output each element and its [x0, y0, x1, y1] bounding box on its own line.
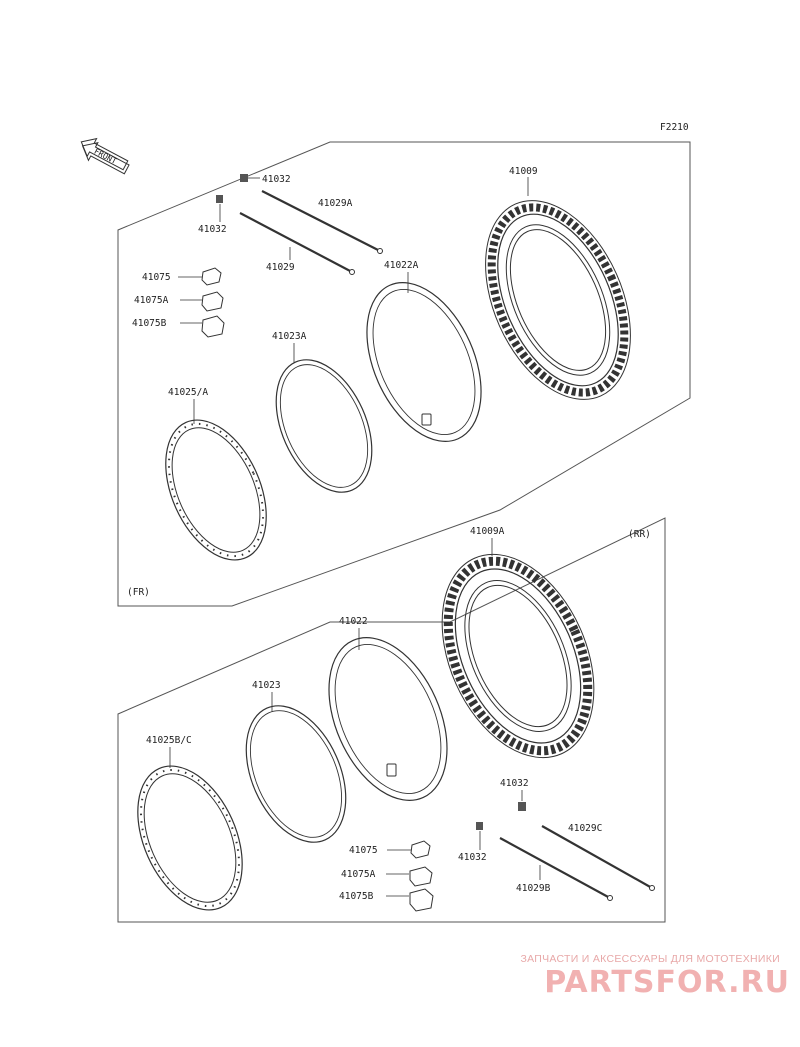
nipple-41032-d	[476, 822, 483, 830]
diagram-code: F2210	[660, 122, 689, 133]
watermark-tagline: ЗАПЧАСТИ И АКСЕССУАРЫ ДЛЯ МОТОТЕХНИКИ	[520, 953, 780, 965]
rear-rim	[137, 765, 243, 911]
label-41009: 41009	[509, 166, 538, 177]
rear-section-tag: (RR)	[628, 529, 651, 540]
front-section-tag: (FR)	[127, 587, 150, 598]
label-41075-rear: 41075	[349, 845, 378, 856]
front-valve-icon	[421, 413, 432, 426]
front-tube	[366, 282, 482, 442]
spoke-41029a	[261, 190, 381, 252]
spoke-41029b	[499, 837, 611, 899]
rear-section: (RR) 41009A 41022 41023	[117, 517, 666, 923]
rear-frame	[117, 517, 666, 923]
front-rim-band	[275, 359, 373, 493]
watermark-logo: PARTSFOR.RU	[544, 965, 790, 1000]
front-section: (FR) 41009 41022A 41023A	[117, 141, 691, 607]
nipple-41032-c	[518, 802, 526, 811]
label-41022: 41022	[339, 616, 368, 627]
cap-41075-rear	[410, 840, 431, 859]
label-41029a: 41029A	[318, 198, 353, 209]
cap-41075a-rear	[409, 866, 433, 887]
front-frame	[117, 141, 691, 607]
label-41029b: 41029B	[516, 883, 551, 894]
cap-41075a	[201, 291, 224, 312]
nipple-41032-a	[240, 174, 248, 182]
label-41075b: 41075B	[132, 318, 167, 329]
front-arrow-icon: FRONT	[80, 137, 130, 175]
label-41029c: 41029C	[568, 823, 602, 834]
label-41025: 41025/A	[168, 387, 208, 398]
rear-tube	[328, 637, 448, 801]
label-41075b-rear: 41075B	[339, 891, 374, 902]
rear-rim-band	[245, 705, 347, 843]
label-41023: 41023	[252, 680, 281, 691]
label-41009a: 41009A	[470, 526, 505, 537]
cap-41075b	[201, 315, 225, 338]
label-41032-b: 41032	[198, 224, 227, 235]
label-41032-c: 41032	[500, 778, 529, 789]
front-tire	[485, 200, 631, 400]
label-41075: 41075	[142, 272, 171, 283]
label-41075a-rear: 41075A	[341, 869, 376, 880]
cap-41075b-rear	[409, 888, 434, 912]
label-41075a: 41075A	[134, 295, 169, 306]
label-41022a: 41022A	[384, 260, 419, 271]
label-41032-a: 41032	[262, 174, 291, 185]
watermark: ЗАПЧАСТИ И АКСЕССУАРЫ ДЛЯ МОТОТЕХНИКИ PA…	[470, 945, 800, 1005]
rear-tire	[441, 553, 595, 759]
front-rim	[165, 419, 267, 561]
label-41023a: 41023A	[272, 331, 307, 342]
label-41025bc: 41025B/C	[146, 735, 192, 746]
label-41032-d: 41032	[458, 852, 487, 863]
rear-valve-icon	[386, 763, 397, 777]
cap-41075	[201, 267, 222, 286]
nipple-41032-b	[216, 195, 223, 203]
label-41029: 41029	[266, 262, 295, 273]
spoke-41029	[239, 212, 353, 273]
spoke-41029c	[541, 825, 653, 889]
